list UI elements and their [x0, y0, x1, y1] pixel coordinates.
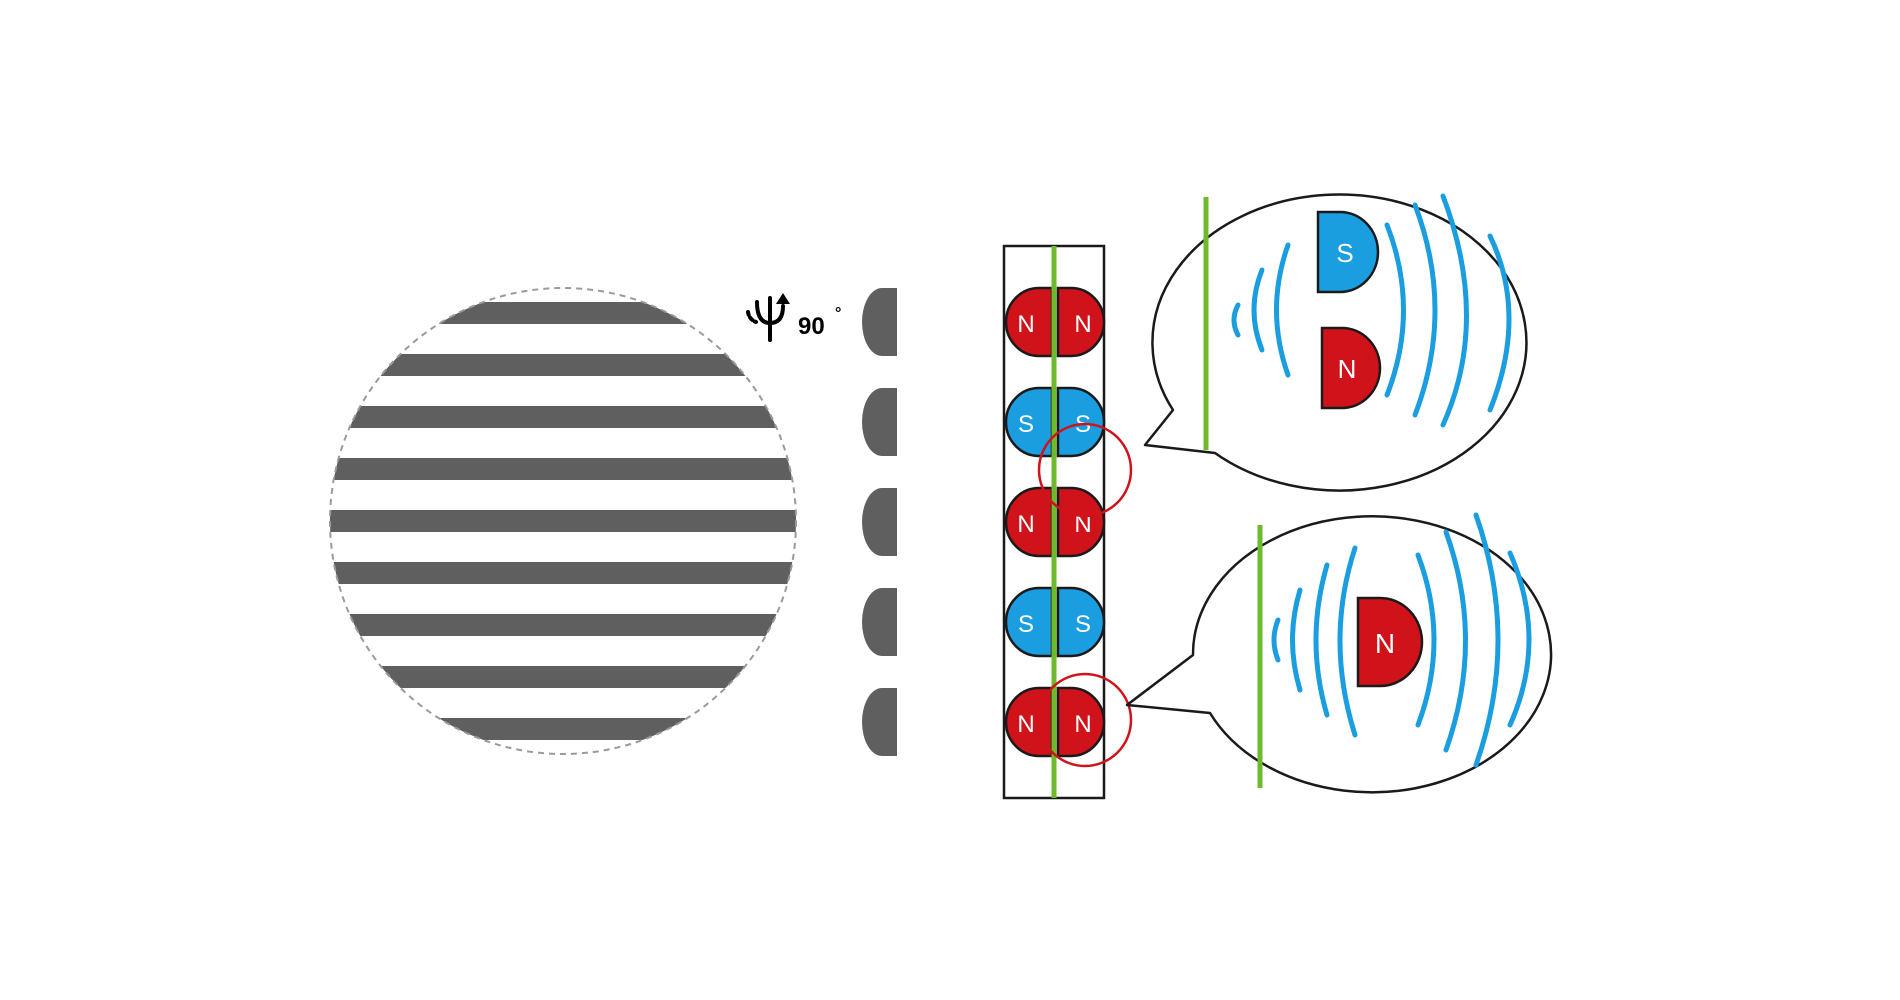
callout-magnet-north: N [1356, 596, 1424, 688]
highlight-circle-lower [1037, 672, 1133, 768]
callout-lower: N [1125, 512, 1553, 794]
rotate-arrow-icon [746, 293, 790, 342]
field-lines [1271, 512, 1532, 768]
magnet-south [1004, 586, 1054, 658]
pole-label: N [1017, 511, 1034, 538]
magnet-south [1056, 386, 1106, 458]
pole-label: N [1074, 511, 1091, 538]
magnet-south [1004, 386, 1054, 458]
callout-magnet-north: N [1320, 326, 1382, 410]
pole-label: N [1017, 711, 1034, 738]
rotation-degree-sign: ° [835, 305, 841, 322]
striped-disc [329, 287, 797, 755]
magnet-north [1056, 286, 1106, 358]
pole-label: S [1336, 238, 1353, 268]
grey-half-disc [862, 388, 897, 456]
pole-label: S [1075, 611, 1091, 638]
grey-half-disc [862, 488, 897, 556]
pole-label: S [1018, 411, 1034, 438]
grey-half-disc [862, 688, 897, 756]
magnet-array: N N S S N N S S N N [1002, 244, 1106, 800]
pole-label: N [1074, 311, 1091, 338]
callout-magnet-south: S [1316, 210, 1380, 294]
pole-label: N [1017, 311, 1034, 338]
grey-half-disc [862, 588, 897, 656]
magnet-north [1004, 286, 1054, 358]
pole-label: S [1018, 611, 1034, 638]
magnet-north [1004, 486, 1054, 558]
magnet-row: N N [1004, 486, 1106, 558]
field-lines [1231, 193, 1512, 428]
highlight-circle-upper [1037, 422, 1133, 518]
magnet-north [1056, 686, 1106, 758]
magnet-row: S S [1004, 386, 1106, 458]
pole-label: N [1338, 354, 1357, 384]
rotation-indicator: 90 ° [746, 293, 841, 342]
magnet-south [1056, 586, 1106, 658]
magnet-north [1056, 486, 1106, 558]
grey-element-column [862, 288, 897, 756]
rotation-label: 90 [798, 313, 825, 340]
pole-label: N [1074, 711, 1091, 738]
pole-label: N [1375, 628, 1395, 659]
magnet-row: N N [1004, 286, 1106, 358]
grey-half-disc [862, 288, 897, 356]
callout-upper: S N [1143, 193, 1528, 492]
magnet-row: S S [1004, 586, 1106, 658]
